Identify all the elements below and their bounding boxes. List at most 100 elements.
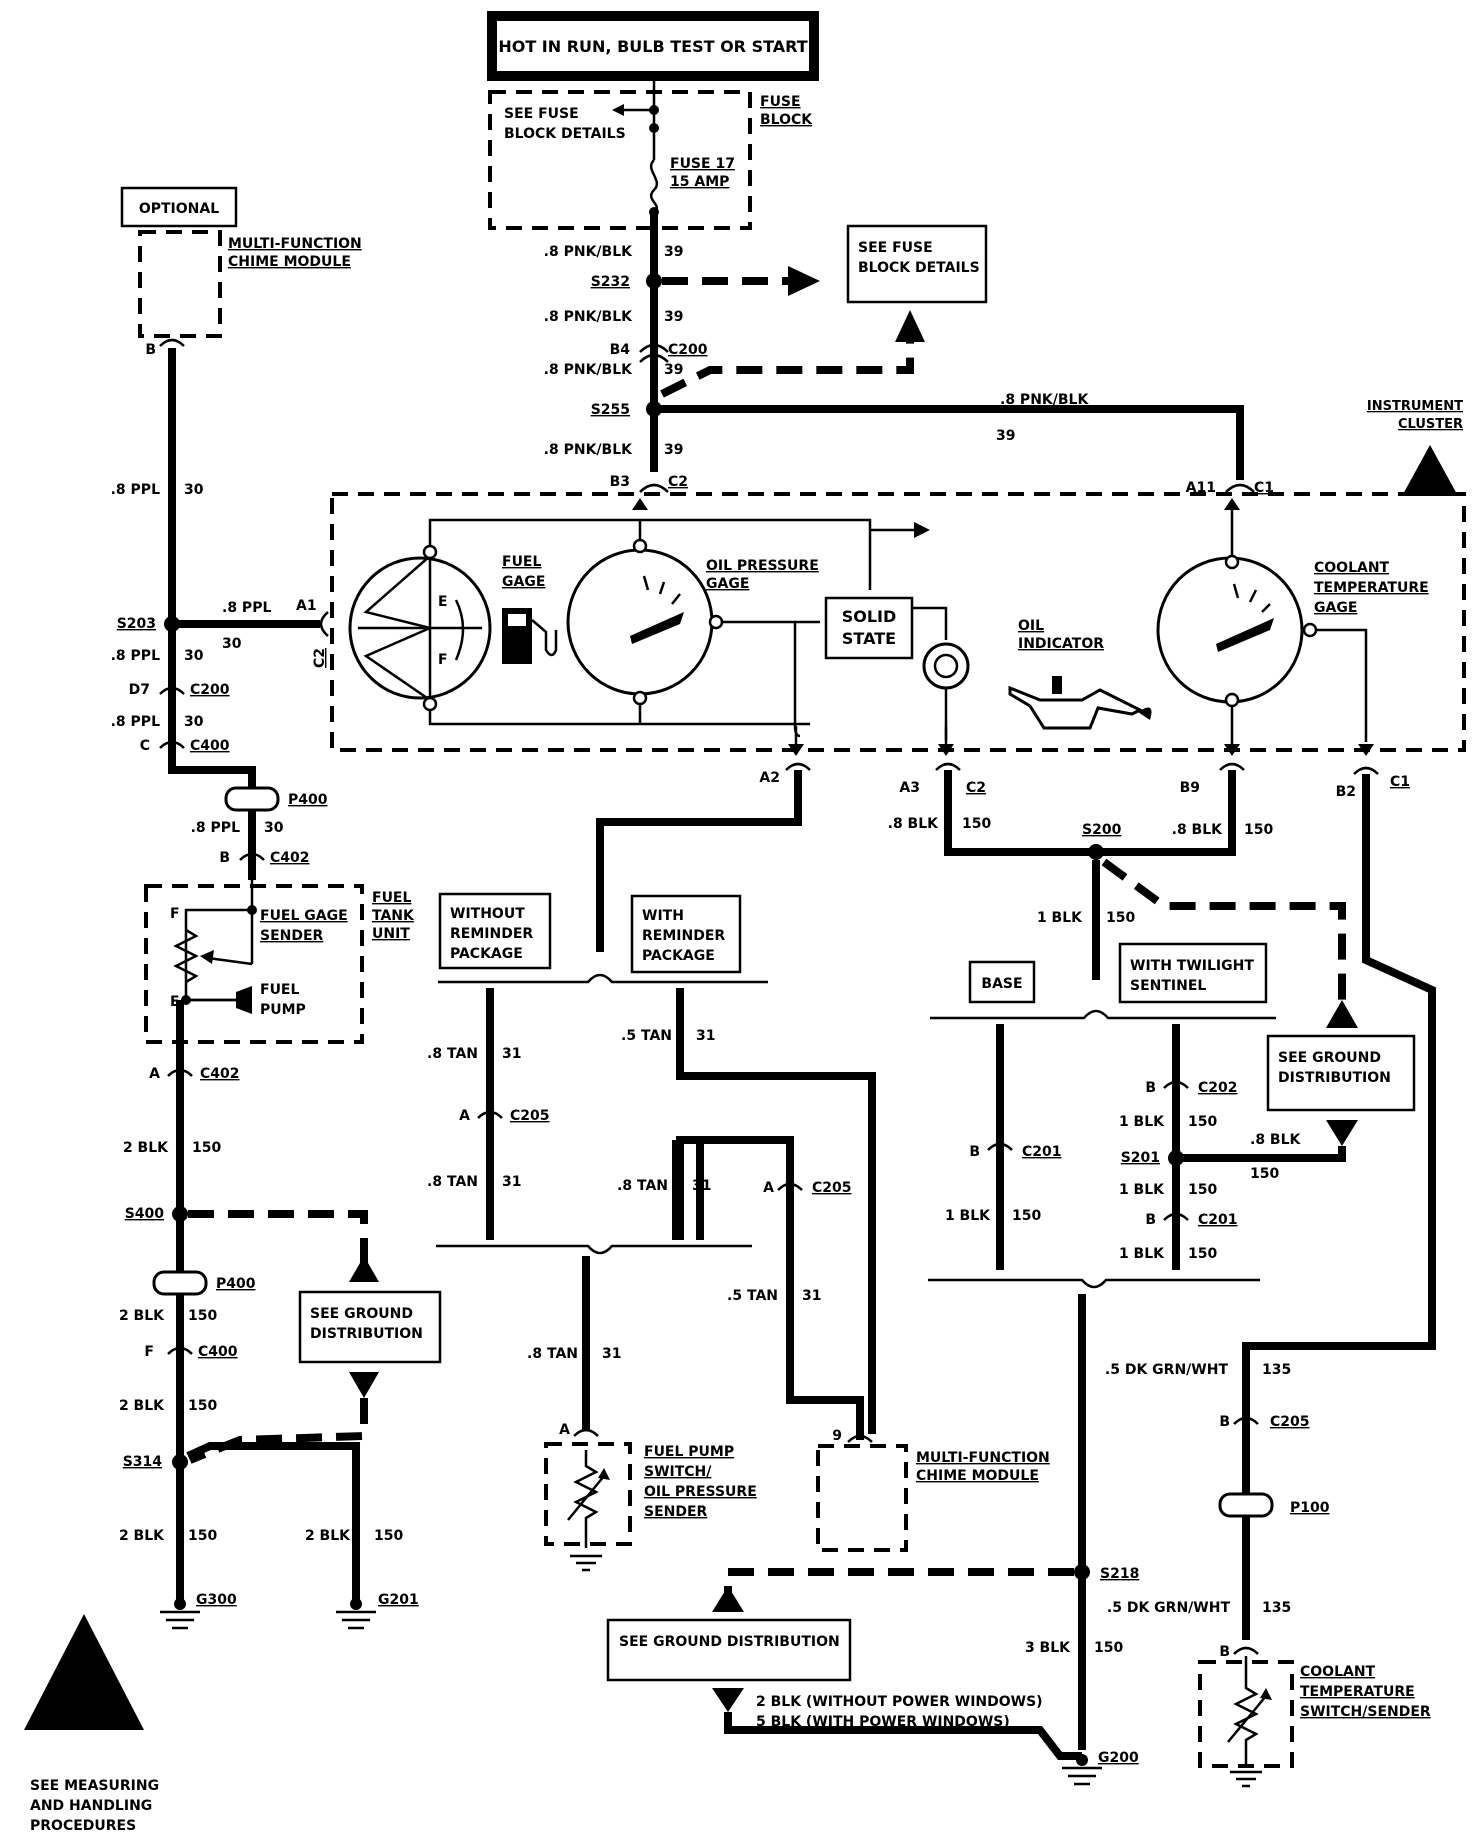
wire-label: B [145, 342, 156, 358]
wire-label: 150 [192, 1140, 221, 1156]
wire-label: TEMPERATURE [1300, 1684, 1415, 1700]
wire-label: C2 [312, 648, 328, 668]
wire-label: COOLANT [1314, 560, 1390, 576]
coolant-temperature-gage-icon [1156, 556, 1304, 704]
wire-label: CHIME MODULE [916, 1468, 1039, 1484]
wire-label: .8 PNK/BLK [544, 309, 633, 325]
wire-label: P400 [216, 1276, 256, 1292]
wire-label: .8 PPL [111, 482, 160, 498]
wire-label: PUMP [260, 1002, 306, 1018]
ground-coolant-switch-icon [1230, 1770, 1262, 1788]
wire-label: SEE FUSE [858, 240, 933, 256]
wire-label: 150 [374, 1528, 403, 1544]
wire-label: G300 [196, 1592, 237, 1608]
base-box [968, 960, 1036, 1004]
arrow-right-icon [788, 266, 820, 296]
wire-label: C205 [1270, 1414, 1310, 1430]
wire-label: 2 BLK [119, 1528, 165, 1544]
fuse-17-symbol [649, 159, 659, 214]
wire-label: WITH TWILIGHT [1130, 958, 1254, 974]
wire-label: C1 [1390, 774, 1410, 790]
wire-label: B9 [1180, 780, 1200, 796]
wire-label: 135 [1262, 1362, 1291, 1378]
fuse-block-details-note-2: BLOCK DETAILS [504, 126, 626, 142]
chime-module-top [138, 230, 222, 338]
splice-s232 [646, 273, 662, 289]
wire-label: 30 [222, 636, 242, 652]
wire-label: F [438, 652, 448, 668]
wire-label: S232 [591, 274, 630, 290]
wire-label: 2 BLK [305, 1528, 351, 1544]
fuse-block-details-note: SEE FUSE [504, 106, 579, 122]
wire-label: C201 [1022, 1144, 1062, 1160]
wire-label: .8 BLK [1250, 1132, 1302, 1148]
wire-label: C402 [200, 1066, 240, 1082]
wire-label: 1 BLK [945, 1208, 991, 1224]
p100-grommet [1218, 1492, 1274, 1518]
wire-label: .8 TAN [527, 1346, 578, 1362]
arrow-down-icon-ground-left [349, 1372, 379, 1398]
twilight-box [1118, 942, 1268, 1004]
wire-label: 31 [696, 1028, 715, 1044]
wire-label: P400 [288, 792, 328, 808]
wire-label: UNIT [372, 926, 410, 942]
fuel-gage-sender-resistor [173, 928, 199, 984]
wire-label: WITH [642, 908, 684, 924]
wire-label: CLUSTER [1398, 417, 1463, 432]
wire-label: GAGE [1314, 600, 1357, 616]
wire-label: B4 [610, 342, 631, 358]
wire-label: C205 [812, 1180, 852, 1196]
wire-label: 150 [1106, 910, 1135, 926]
wire-label: A2 [759, 770, 780, 786]
wire-label: B [1145, 1212, 1156, 1228]
wire-label: 31 [502, 1174, 521, 1190]
optional-box [120, 186, 238, 228]
p400-grommet-top [224, 786, 280, 812]
wire-label: 39 [664, 309, 683, 325]
wire-label: P100 [1290, 1500, 1330, 1516]
wire-label: OIL PRESSURE [644, 1484, 757, 1500]
wire-label: 150 [1012, 1208, 1041, 1224]
wire-label: REMINDER [450, 926, 533, 942]
wire-label: 150 [188, 1398, 217, 1414]
coolant-switch-resistor [1233, 1656, 1259, 1764]
wire-label: OPTIONAL [139, 201, 219, 217]
arrow-up-icon-ground-bottom [712, 1586, 744, 1612]
wire-label: 30 [264, 820, 284, 836]
wire-label: F [144, 1344, 154, 1360]
wire-label: MULTI-FUNCTION [916, 1450, 1050, 1466]
wire-label: 5 BLK (WITH POWER WINDOWS) [756, 1714, 1010, 1730]
without-reminder-box [438, 892, 552, 970]
instrument-cluster-outline [330, 492, 1466, 752]
wire-label: .5 TAN [621, 1028, 672, 1044]
wire-label: .8 PPL [191, 820, 240, 836]
wire-label: .8 PPL [111, 714, 160, 730]
wire-label: GAGE [502, 574, 545, 590]
wire-label: D7 [129, 682, 150, 698]
wire-label: .8 PNK/BLK [544, 244, 633, 260]
wire-label: .5 DK GRN/WHT [1105, 1362, 1229, 1378]
wire-label: .8 TAN [427, 1046, 478, 1062]
wire-label: C400 [198, 1344, 238, 1360]
wire-label: TEMPERATURE [1314, 580, 1429, 596]
wire-label: 150 [1250, 1166, 1279, 1182]
wire-label: BLOCK DETAILS [858, 260, 980, 276]
wire-label: FUEL [260, 982, 299, 998]
wire-label: 1 BLK [1119, 1114, 1165, 1130]
wire-label: COOLANT [1300, 1664, 1376, 1680]
wire-label: S314 [123, 1454, 163, 1470]
wire-label: A1 [296, 598, 317, 614]
wire-label: 39 [664, 362, 683, 378]
wire-label: .8 PPL [222, 600, 271, 616]
wire-label: 9 [832, 1428, 842, 1444]
wire-label: OIL PRESSURE [706, 558, 819, 574]
wire-label: .8 BLK [888, 816, 940, 832]
ground-fuel-pump-switch-icon [570, 1554, 602, 1572]
wire-label: C400 [190, 738, 230, 754]
arrow-down-icon-ground-right [1326, 1120, 1358, 1146]
wire-label: WITHOUT [450, 906, 525, 922]
wire-label: 30 [184, 482, 204, 498]
wire-label: A [559, 1422, 570, 1438]
wire-label: A3 [899, 780, 920, 796]
wire-label: E [438, 594, 448, 610]
